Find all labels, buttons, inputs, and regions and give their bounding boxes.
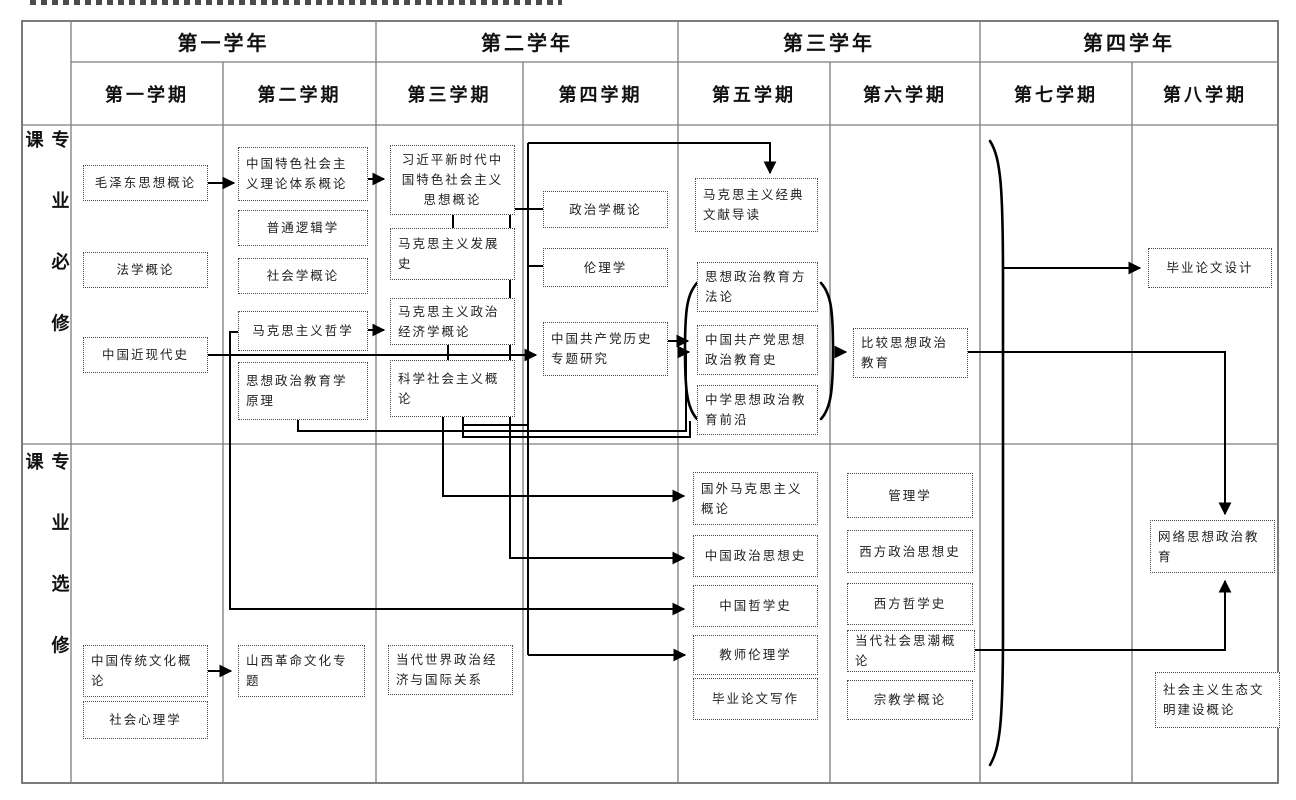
course-s4r3: 中国共产党历史专题研究: [543, 322, 668, 376]
course-s1r1: 毛泽东思想概论: [83, 165, 208, 201]
semester-header-7: 第七学期: [1014, 84, 1098, 105]
semester-header-8: 第八学期: [1163, 84, 1247, 105]
course-s5r2: 思想政治教育方法论: [697, 262, 818, 312]
semester-header-3: 第三学期: [407, 84, 492, 105]
clipped-caption-text: [30, 0, 562, 5]
course-s5e4: 教师伦理学: [693, 635, 818, 675]
arrow-mazhe-zhongguozhexueshi: [229, 331, 686, 616]
year-header-2: 第二学年: [481, 32, 573, 55]
course-s5r3: 中国共产党思想政治教育史: [697, 325, 818, 375]
course-s3r3: 马克思主义政治经济学概论: [390, 298, 515, 345]
course-s5e3: 中国哲学史: [693, 585, 818, 627]
right-group-brace: [819, 281, 835, 421]
course-s3r2: 马克思主义发展史: [390, 228, 515, 280]
course-s2e1: 山西革命文化专题: [238, 645, 365, 697]
semester-header-6: 第六学期: [863, 84, 947, 105]
course-s2r3: 社会学概论: [238, 258, 368, 294]
course-s5r4: 中学思想政治教育前沿: [697, 385, 818, 435]
course-s6e3: 西方哲学史: [847, 583, 973, 625]
section-label-elective: 专业选修课: [23, 452, 70, 697]
grouping-braces: [683, 139, 1005, 767]
course-s2r4: 马克思主义哲学: [238, 311, 368, 351]
year-header-1: 第一学年: [177, 32, 270, 55]
course-s3e1: 当代世界政治经济与国际关系: [388, 645, 513, 695]
course-s2r1: 中国特色社会主义理论体系概论: [238, 147, 368, 201]
course-s1e2: 社会心理学: [83, 701, 208, 739]
semester7-big-brace: [988, 139, 1005, 767]
course-s6r1: 比较思想政治教育: [853, 328, 968, 378]
course-s6e4: 当代社会思潮概论: [847, 630, 975, 672]
course-s5e2: 中国政治思想史: [693, 535, 818, 577]
course-s1r2: 法学概论: [83, 252, 208, 288]
arrow-sichao-wangluo: [975, 579, 1232, 651]
arrow-to-jingdianwenxian: [528, 142, 777, 175]
arrow-kexue-guowaima: [442, 417, 686, 503]
course-s5e5: 毕业论文写作: [693, 678, 818, 720]
course-s8e1: 网络思想政治教育: [1150, 520, 1275, 573]
course-s6e1: 管理学: [847, 473, 973, 518]
arrow-bijiao-wangluo: [968, 351, 1232, 516]
year-header-3: 第三学年: [783, 32, 875, 55]
year-header-4: 第四学年: [1083, 32, 1175, 55]
course-s4r1: 政治学概论: [543, 191, 668, 228]
semester-header-5: 第五学期: [712, 84, 796, 105]
course-s3r1: 习近平新时代中国特色社会主义思想概论: [390, 145, 515, 215]
link-kexue-bracegroup: [462, 417, 691, 438]
semester-header-4: 第四学期: [558, 84, 643, 105]
semester-header-1: 第一学期: [105, 84, 189, 105]
table-grid: [21, 20, 1279, 784]
course-s5e1: 国外马克思主义概论: [693, 472, 818, 525]
arrow-yuanli-bracegroup: [297, 345, 691, 432]
course-s8e2: 社会主义生态文明建设概论: [1155, 672, 1280, 728]
course-s6e5: 宗教学概论: [847, 680, 973, 720]
course-s2r5: 思想政治教育学原理: [238, 362, 368, 420]
course-s1e1: 中国传统文化概论: [83, 645, 208, 697]
course-s8r1: 毕业论文设计: [1148, 248, 1272, 288]
course-s2r2: 普通逻辑学: [238, 210, 368, 246]
course-s3r4: 科学社会主义概论: [390, 360, 515, 417]
course-connectors: [208, 142, 1232, 678]
semester-header-2: 第二学期: [257, 84, 342, 105]
course-s4r2: 伦理学: [543, 248, 668, 287]
course-s6e2: 西方政治思想史: [847, 530, 973, 573]
course-s5r1: 马克思主义经典文献导读: [695, 178, 818, 232]
course-s1r3: 中国近现代史: [83, 337, 208, 373]
section-label-required: 专业必修课: [23, 130, 70, 375]
left-group-brace: [683, 281, 699, 421]
